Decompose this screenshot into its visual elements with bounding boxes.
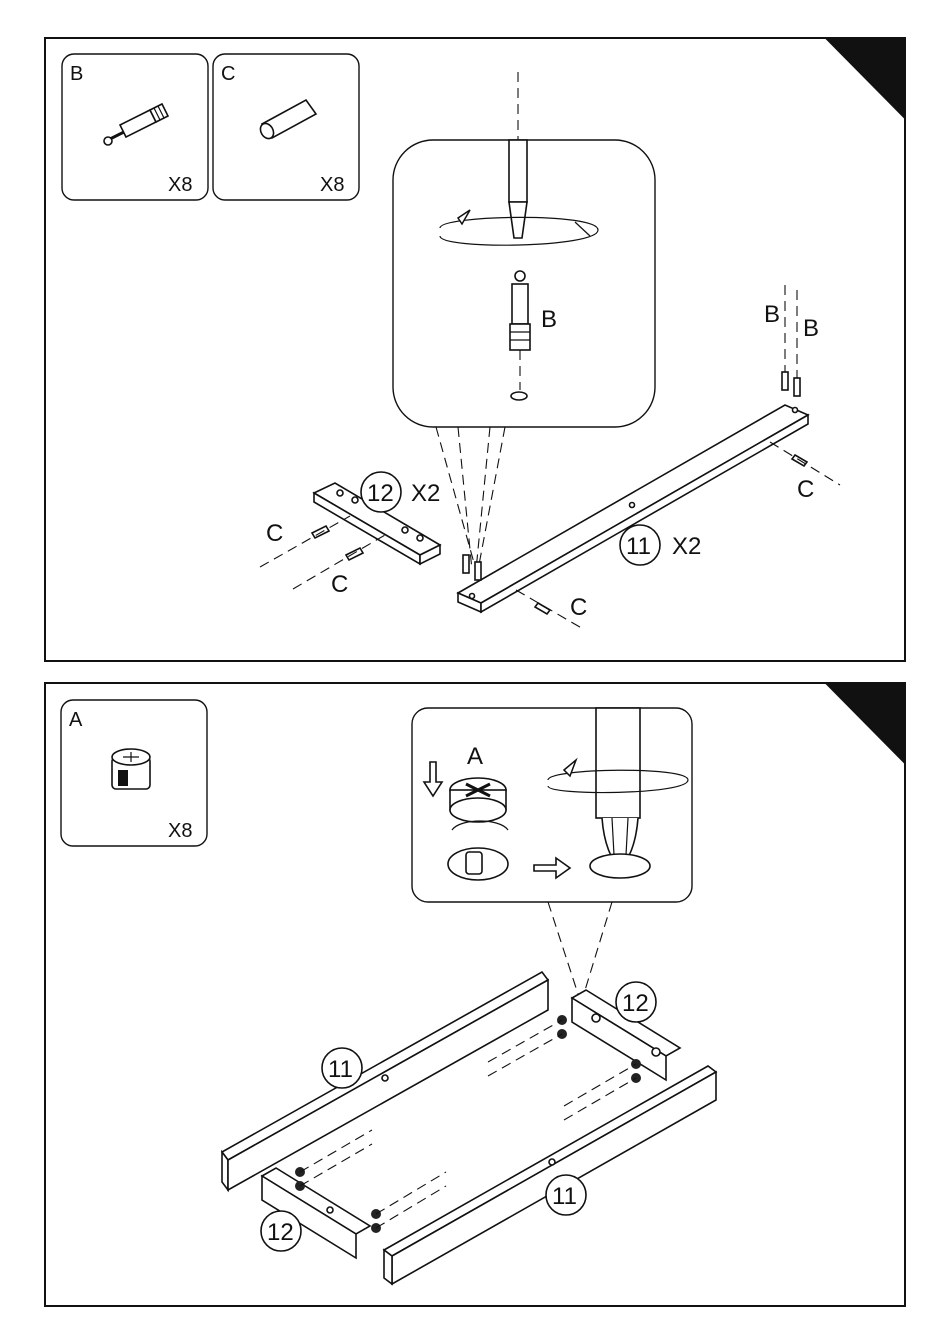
label-c-top-right: C (797, 476, 814, 503)
label-c-left-upper: C (266, 520, 283, 547)
callout-11-left-num: 11 (328, 1056, 353, 1083)
callout-12-top-num: 12 (622, 990, 649, 1017)
step-2-panel: A X8 A (45, 683, 905, 1306)
callout-12-qty: X2 (411, 480, 440, 507)
part-a-box: A X8 (61, 700, 207, 846)
callout-12-num: 12 (367, 480, 394, 507)
detail-label-a: A (467, 743, 483, 770)
part-c-letter: C (221, 63, 235, 85)
part-a-qty: X8 (168, 820, 192, 842)
detail-label-b: B (541, 306, 557, 333)
step-2-detail-zoom: A (412, 708, 692, 902)
label-c-left-lower: C (331, 571, 348, 598)
panel-12: C C 12 X2 (260, 472, 440, 598)
part-c-qty: X8 (320, 174, 344, 196)
step-1-detail-zoom: B (393, 72, 655, 427)
label-b-right: B (803, 315, 819, 342)
cam-lock-icon (112, 749, 150, 789)
part-c-box: C X8 (213, 54, 359, 200)
callout-11-right-num: 11 (552, 1183, 577, 1210)
part-b-qty: X8 (168, 174, 192, 196)
part-b-letter: B (70, 63, 83, 85)
frame-assembly: 11 11 12 12 (222, 972, 716, 1284)
step-1-panel: B X8 C X8 (45, 38, 905, 661)
part-a-letter: A (69, 709, 83, 731)
part-b-box: B X8 (62, 54, 208, 200)
callout-11-num: 11 (626, 533, 651, 560)
label-c-bottom-right: C (570, 594, 587, 621)
callout-11-qty: X2 (672, 533, 701, 560)
callout-12-bottom-num: 12 (267, 1219, 294, 1246)
label-b-left: B (764, 301, 780, 328)
